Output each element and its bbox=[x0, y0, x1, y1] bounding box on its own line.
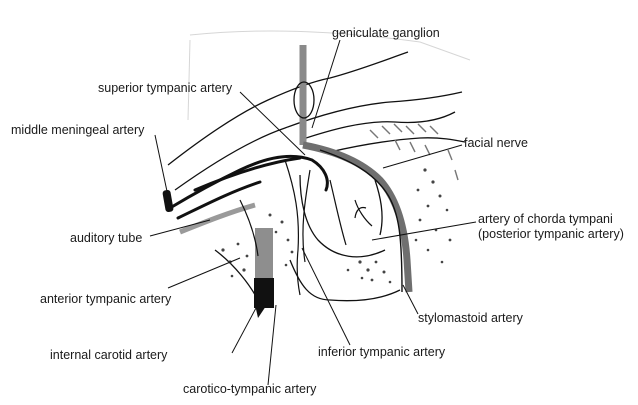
middle-meningeal-stub bbox=[162, 189, 174, 212]
stylomastoid-artery-vessel bbox=[320, 150, 402, 292]
label-stylomastoid-artery: stylomastoid artery bbox=[418, 311, 523, 326]
label-anterior-tympanic-artery: anterior tympanic artery bbox=[40, 292, 171, 307]
facial-nerve-band bbox=[294, 45, 409, 292]
label-artery-of-chorda-tympani-line1: artery of chorda tympani bbox=[478, 212, 624, 227]
label-geniculate-ganglion: geniculate ganglion bbox=[332, 26, 440, 41]
label-carotico-tympanic-artery: carotico-tympanic artery bbox=[183, 382, 316, 397]
label-auditory-tube: auditory tube bbox=[70, 231, 142, 246]
label-posterior-tympanic-artery: (posterior tympanic artery) bbox=[478, 227, 624, 242]
label-inferior-tympanic-artery: inferior tympanic artery bbox=[318, 345, 445, 360]
label-middle-meningeal-artery: middle meningeal artery bbox=[11, 123, 144, 138]
label-superior-tympanic-artery: superior tympanic artery bbox=[98, 81, 232, 96]
label-artery-of-chorda-tympani: artery of chorda tympani (posterior tymp… bbox=[478, 212, 624, 242]
label-internal-carotid-artery: internal carotid artery bbox=[50, 348, 167, 363]
label-facial-nerve: facial nerve bbox=[464, 136, 528, 151]
hatch-texture bbox=[370, 124, 458, 180]
